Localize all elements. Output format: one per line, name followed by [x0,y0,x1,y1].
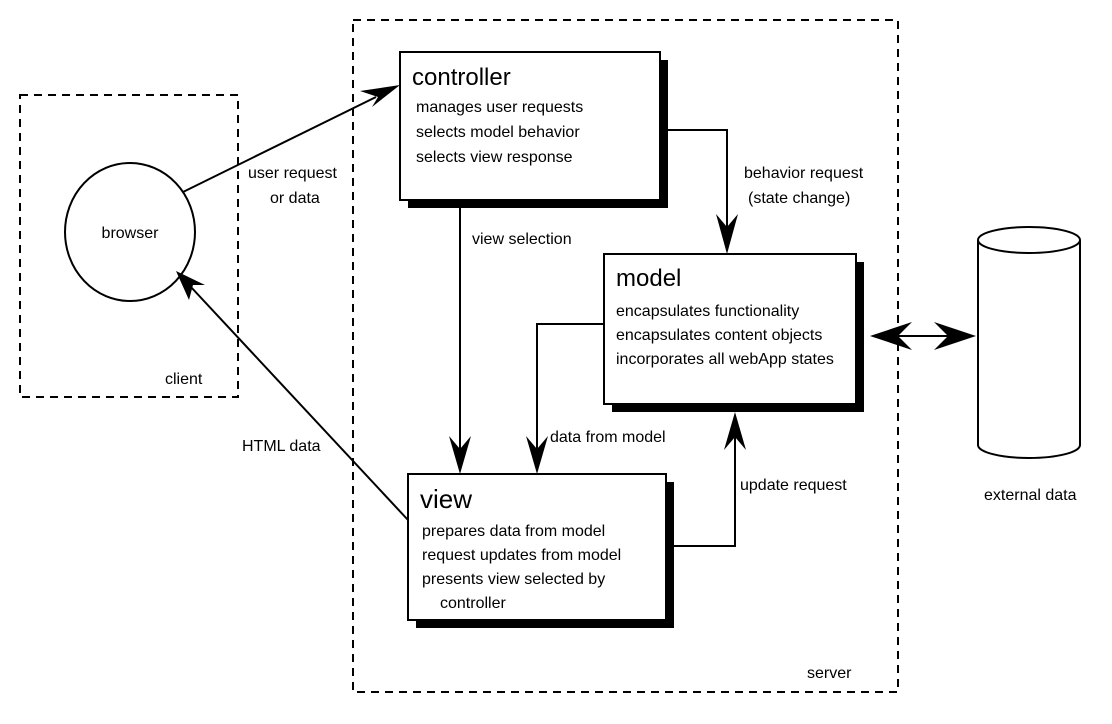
client-label: client [165,371,203,388]
data-from-model-label: data from model [550,429,666,446]
html-data-label: HTML data [242,438,321,455]
html-data-arrow [176,271,409,521]
data-from-model-arrow [526,323,604,474]
view-line-1: prepares data from model [422,523,605,540]
user-request-arrow [182,85,400,193]
server-region [352,19,899,693]
model-line-1: encapsulates functionality [616,303,799,320]
view-title: view [420,484,472,514]
browser-label: browser [102,225,160,242]
view-box [407,473,674,628]
controller-line-1: manages user requests [416,99,583,116]
model-line-2: encapsulates content objects [616,327,822,344]
controller-line-3: selects view response [416,149,573,166]
view-selection-label: view selection [472,231,572,248]
model-box [603,253,864,412]
view-line-4: controller [440,595,506,612]
external-data-label: external data [984,487,1077,504]
controller-line-2: selects model behavior [416,124,580,141]
server-label: server [807,665,852,682]
update-request-label: update request [740,477,847,494]
model-external-data-arrow [870,322,976,350]
user-request-label-2: or data [270,190,320,207]
view-line-3: presents view selected by [422,571,605,588]
controller-title: controller [412,64,511,91]
external-data-store [977,226,1081,459]
browser-node [64,162,196,302]
model-title: model [616,265,681,292]
update-request-arrow [674,412,746,547]
controller-box [399,51,668,208]
behavior-request-label-1: behavior request [744,165,864,182]
behavior-request-arrow [660,129,738,254]
behavior-request-label-2: (state change) [748,190,850,207]
user-request-label-1: user request [248,165,337,182]
model-line-3: incorporates all webApp states [616,351,834,368]
view-selection-arrow [449,208,471,474]
client-region [19,94,239,398]
view-line-2: request updates from model [422,547,621,564]
